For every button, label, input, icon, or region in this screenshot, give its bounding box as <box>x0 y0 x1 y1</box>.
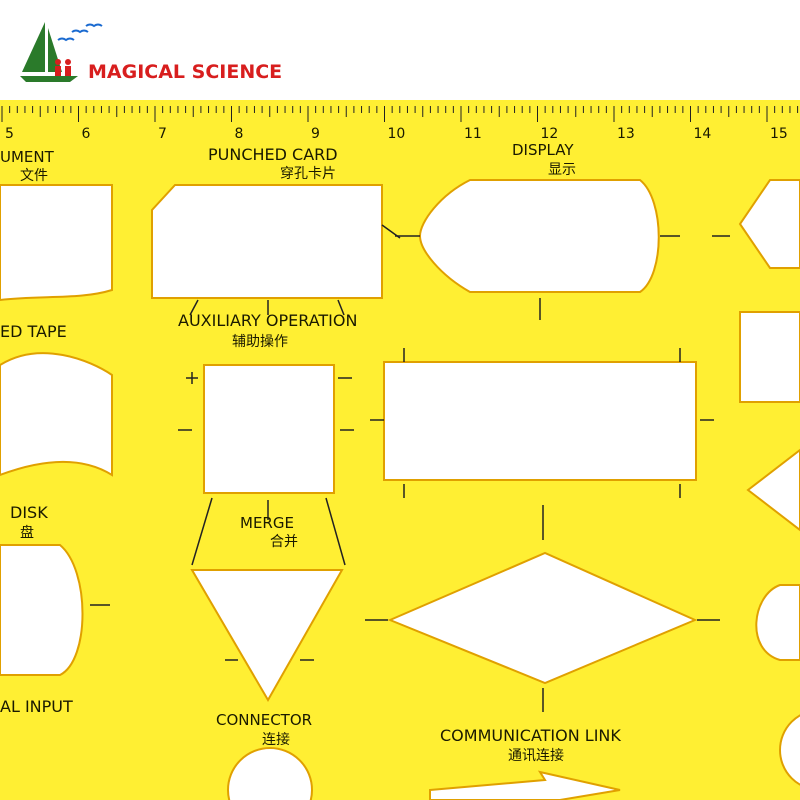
display-shape <box>418 179 660 293</box>
auxiliary-operation-label: AUXILIARY OPERATION <box>178 311 357 330</box>
ruler-number: 10 <box>388 126 406 142</box>
ruler-number: 13 <box>617 126 635 142</box>
process-shape <box>383 361 697 481</box>
brand-name: MAGICAL SCIENCE <box>88 61 282 83</box>
ruler-number: 12 <box>541 126 559 142</box>
cutouts <box>0 179 800 800</box>
disk-label-zh: 盘 <box>20 524 34 541</box>
ruler-number: 14 <box>694 126 712 142</box>
ruler-number: 9 <box>311 126 320 142</box>
communication-link-shape <box>429 770 621 800</box>
labels: UMENT 文件 PUNCHED CARD 穿孔卡片 DISPLAY 显示 ED… <box>0 141 621 764</box>
document-label: UMENT <box>0 148 55 166</box>
merge-label-zh: 合并 <box>270 534 298 550</box>
punched-card-label: PUNCHED CARD <box>208 145 338 164</box>
disk-shape <box>0 544 84 676</box>
document-label-zh: 文件 <box>20 168 48 184</box>
merge-label: MERGE <box>240 514 294 532</box>
manual-input-label: AL INPUT <box>0 697 73 716</box>
merge-shape <box>190 569 344 703</box>
right-rect-shape <box>739 311 800 403</box>
guide-ticks <box>90 224 730 712</box>
right-triangle-shape <box>746 448 800 532</box>
disk-label: DISK <box>10 503 48 522</box>
display-label-zh: 显示 <box>548 162 576 178</box>
connector-label: CONNECTOR <box>216 711 312 729</box>
right-circle-shape <box>779 714 800 786</box>
punched-card-label-zh: 穿孔卡片 <box>280 166 336 182</box>
ruler-number: 7 <box>158 126 167 142</box>
tape-shape <box>0 352 113 477</box>
auxiliary-operation-shape <box>203 364 335 494</box>
connector-label-zh: 连接 <box>262 731 290 748</box>
ruler-number: 11 <box>464 126 482 142</box>
decision-shape <box>387 551 698 685</box>
display-label: DISPLAY <box>512 141 574 159</box>
preparation-shape <box>738 179 800 269</box>
ruler-number: 8 <box>235 126 244 142</box>
communication-link-label-zh: 通讯连接 <box>508 747 564 764</box>
communication-link-label: COMMUNICATION LINK <box>440 726 621 745</box>
ruler-number: 15 <box>770 126 788 142</box>
auxiliary-operation-label-zh: 辅助操作 <box>232 334 288 350</box>
punched-card-shape <box>151 184 383 299</box>
ruler-number: 6 <box>82 126 91 142</box>
ruler: 5 6 7 8 9 10 11 12 13 14 15 <box>1 106 799 142</box>
document-shape <box>0 184 113 302</box>
right-oval-shape <box>755 584 800 661</box>
tape-label: ED TAPE <box>0 322 67 341</box>
ruler-number: 5 <box>5 126 14 142</box>
connector-shape <box>227 747 313 800</box>
sailboat-logo-icon <box>20 22 103 82</box>
